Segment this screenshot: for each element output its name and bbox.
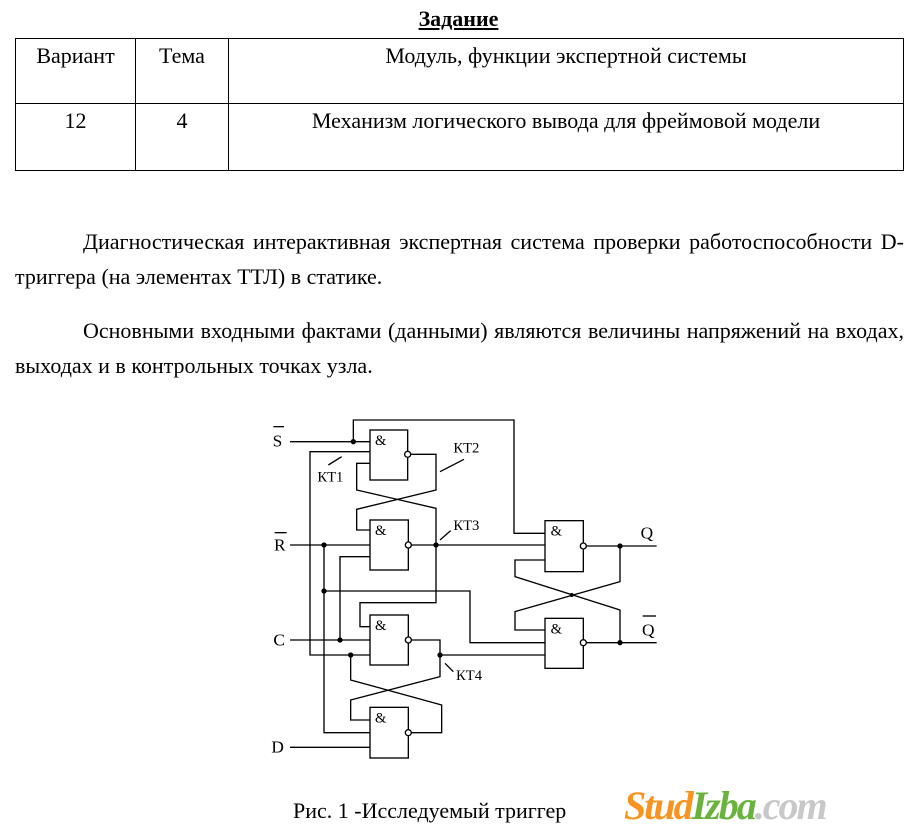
wires <box>290 419 657 748</box>
header-module: Модуль, функции экспертной системы <box>228 38 904 104</box>
output-q-label: Q <box>641 523 654 542</box>
table-row: 12 4 Механизм логического вывода для фре… <box>15 103 904 171</box>
nand-gate-4: & <box>369 706 412 759</box>
test-point-kt1: КТ1 <box>317 470 343 486</box>
svg-text:&: & <box>375 710 387 726</box>
table-header-row: Вариант Тема Модуль, функции экспертной … <box>15 38 904 104</box>
nand-gate-1: & <box>369 429 412 481</box>
header-variant: Вариант <box>15 38 136 104</box>
test-point-kt4: КТ4 <box>456 668 483 684</box>
watermark-part-1: Stud <box>624 783 694 828</box>
paragraph-2: Основными входными фактами (данными) явл… <box>15 313 904 383</box>
paragraph-1: Диагностическая интерактивная экспертная… <box>15 224 904 294</box>
nand-gate-3: & <box>369 614 412 666</box>
nand-gate-2: & <box>369 519 412 571</box>
d-trigger-circuit-diagram: & & & & & & S R C D <box>271 419 657 759</box>
nand-gate-5: & <box>544 520 587 573</box>
cell-variant: 12 <box>15 103 136 171</box>
paragraph-1-text: Диагностическая интерактивная экспертная… <box>15 229 904 289</box>
output-nq-label: Q <box>642 621 655 640</box>
test-point-kt2: КТ2 <box>453 441 479 457</box>
watermark-logo: StudIzba.com <box>624 782 828 829</box>
svg-text:&: & <box>375 618 387 634</box>
input-s-label: S <box>273 432 283 451</box>
cell-module: Механизм логического вывода для фреймово… <box>228 103 904 171</box>
header-topic: Тема <box>135 38 229 104</box>
input-r-label: R <box>274 536 286 555</box>
junction-dots <box>321 439 623 658</box>
watermark-part-2: Izba <box>691 783 757 828</box>
svg-text:&: & <box>375 433 387 449</box>
svg-text:&: & <box>551 621 563 637</box>
figure-caption: Рис. 1 -Исследуемый триггер <box>293 798 567 823</box>
input-c-label: C <box>273 631 285 650</box>
nand-gate-6: & <box>544 617 587 669</box>
paragraph-2-text: Основными входными фактами (данными) явл… <box>15 318 904 378</box>
watermark-part-3: .com <box>754 783 828 828</box>
task-table: Вариант Тема Модуль, функции экспертной … <box>15 38 904 171</box>
svg-text:&: & <box>551 524 563 540</box>
svg-text:&: & <box>375 523 387 539</box>
cell-topic: 4 <box>135 103 229 171</box>
task-title: Задание <box>418 6 499 31</box>
input-d-label: D <box>271 738 284 757</box>
test-point-kt3: КТ3 <box>453 518 479 534</box>
